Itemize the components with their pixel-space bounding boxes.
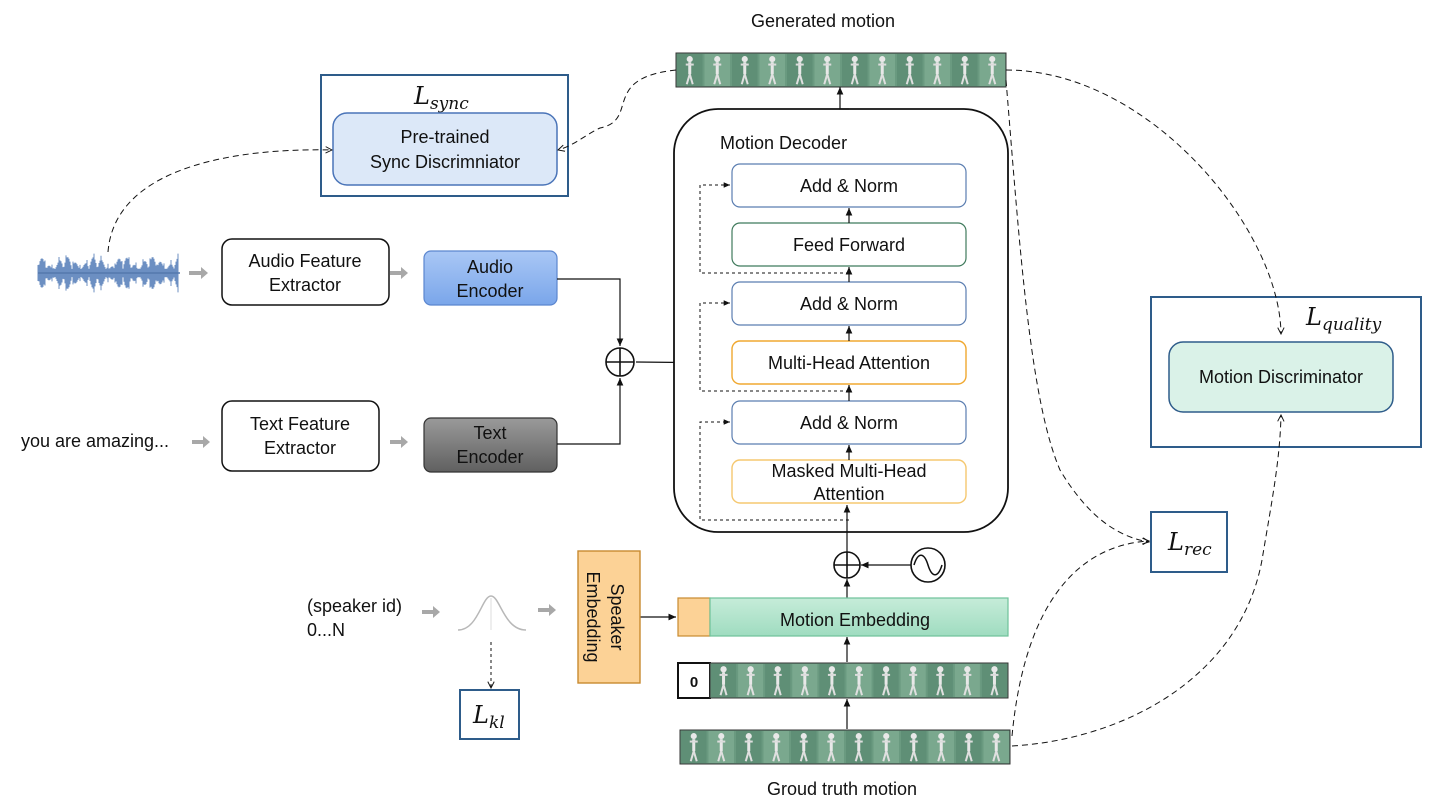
loss-rec-box [1150,511,1228,573]
masked-attention-line2: Attention [813,484,884,504]
embedding-sum-icon [833,551,861,579]
loss-quality-label: Lquality [1305,303,1382,335]
speaker-embedding-box [577,550,641,684]
text-input-label: you are amazing... [21,431,169,451]
motion-decoder-title: Motion Decoder [720,133,847,153]
shifted-motion-frame [873,664,899,697]
ground-truth-frame [736,731,762,763]
shifted-motion-frame [927,664,953,697]
sync-discriminator-line2: Sync Discrimniator [370,152,520,172]
loss-kl-label: Lkl [472,701,505,733]
audio-feature-extractor-line1: Audio Feature [248,251,361,271]
generated-motion-frame [842,54,868,86]
shifted-motion-frame [765,664,791,697]
motion-discriminator-box [1168,341,1394,413]
generated-motion-frame [952,54,978,86]
feature-sum-icon [605,347,635,377]
audio-encoder-line1: Audio [467,257,513,277]
generated-motion-frame [979,54,1005,86]
loss-sync-label: Lsync [413,82,469,114]
ground-truth-frame [763,731,789,763]
text-feature-extractor-line2: Extractor [264,438,336,458]
generated-motion-frame [759,54,785,86]
add-norm-bottom-label: Add & Norm [800,413,898,433]
ground-truth-frame [818,731,844,763]
shifted-motion-frame [738,664,764,697]
text-feature-extractor-line1: Text Feature [250,414,350,434]
grey-arrows [189,267,556,618]
sync-discriminator-line1: Pre-trained [400,127,489,147]
speaker-embedding-line1: Speaker [607,583,627,650]
generated-motion-frame [677,54,703,86]
generated-motion-frame [732,54,758,86]
ground-truth-label: Groud truth motion [767,779,917,799]
generated-motion-frame [869,54,895,86]
shifted-motion-frame [900,664,926,697]
embedding-connectors [639,504,911,729]
generated-motion-label: Generated motion [751,11,895,31]
generated-motion-frame [814,54,840,86]
add-norm-mid-label: Add & Norm [800,294,898,314]
text-encoder-line2: Encoder [456,447,523,467]
loss-kl-box [459,689,520,740]
text-encoder-line1: Text [473,423,506,443]
sync-loss-block: Lsync Pre-trained Sync Discrimniator [320,74,569,197]
ground-truth-frame [681,731,707,763]
shifted-motion-frame [954,664,980,697]
generated-motion-frame [924,54,950,86]
shifted-motion-filmstrip [709,662,1009,699]
quality-loss-block: Lquality Motion Discriminator [1150,296,1422,448]
loss-rec-label: Lrec [1167,528,1212,560]
shifted-motion-frame [792,664,818,697]
dashed-loss-connectors [107,69,1281,747]
speaker-input-line1: (speaker id) [307,596,402,616]
motion-discriminator-label: Motion Discriminator [1199,367,1363,387]
generated-motion-filmstrip [675,52,1007,88]
shifted-motion-frame [711,664,737,697]
audio-encoder-line2: Encoder [456,281,523,301]
text-encoder-box [423,417,558,473]
text-feature-extractor-box [221,400,380,472]
speaker-input-line2: 0...N [307,620,345,640]
ground-truth-frame [873,731,899,763]
masked-attention-line1: Masked Multi-Head [771,461,926,481]
audio-feature-extractor-line2: Extractor [269,275,341,295]
gaussian-distribution-icon [457,595,527,631]
generated-motion-frame [704,54,730,86]
motion-embedding-label: Motion Embedding [780,610,930,630]
add-norm-top-label: Add & Norm [800,176,898,196]
motion-embedding-box [709,597,1009,637]
speaker-token-box [677,597,711,637]
ground-truth-frame [846,731,872,763]
zero-token-label: 0 [690,674,698,691]
ground-truth-frame [791,731,817,763]
ground-truth-frame [901,731,927,763]
feed-forward-label: Feed Forward [793,235,905,255]
multi-head-attention-label: Multi-Head Attention [768,353,930,373]
motion-decoder: Motion Decoder Add & Norm Feed Forward A… [673,87,1009,533]
positional-encoding-icon [910,547,946,583]
audio-encoder-box [423,250,558,306]
audio-waveform-icon [37,253,180,293]
ground-truth-frame [708,731,734,763]
shifted-motion-frame [819,664,845,697]
generated-motion-frame [897,54,923,86]
speaker-embedding-line2: Embedding [583,571,603,662]
shifted-motion-frame [846,664,872,697]
ground-truth-frame [928,731,954,763]
generated-motion-frame [787,54,813,86]
sync-discriminator-box [332,112,558,186]
ground-truth-frame [983,731,1009,763]
zero-token-box [677,662,711,699]
add-norm-top-box [731,163,967,208]
ground-truth-frame [956,731,982,763]
ground-truth-filmstrip [679,729,1011,765]
shifted-motion-frame [981,664,1007,697]
audio-feature-extractor-box [221,238,390,306]
